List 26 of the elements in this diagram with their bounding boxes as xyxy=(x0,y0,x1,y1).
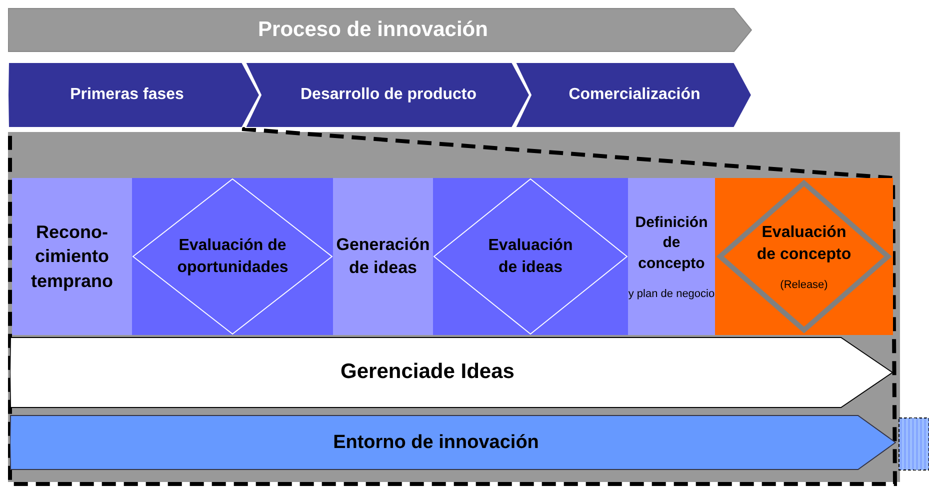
node-label: Definición de concepto xyxy=(634,213,709,274)
phase-block xyxy=(515,62,752,128)
node-label: Proceso de innovación xyxy=(258,16,488,43)
node-label: Desarrollo de producto xyxy=(300,85,477,106)
node-label: Recono-cimiento temprano xyxy=(30,221,114,293)
node-label: Evaluación de concepto xyxy=(756,222,852,264)
stage-cell xyxy=(628,178,715,335)
stage-cell xyxy=(333,178,433,335)
process-banner xyxy=(8,8,752,52)
node-label: Gerenciade Ideas xyxy=(340,359,514,386)
node-note: (Release) xyxy=(780,279,828,292)
node-label: Comercialización xyxy=(568,85,700,106)
phase-block xyxy=(245,62,530,128)
node-label: Evaluación de ideas xyxy=(487,236,574,278)
node-label: Generación de ideas xyxy=(335,234,431,278)
node-label: Primeras fases xyxy=(70,85,184,106)
node-label: Evaluación de oportunidades xyxy=(177,236,288,278)
process-band xyxy=(10,415,896,470)
node-label: Entorno de innovación xyxy=(333,430,539,455)
stage-cell xyxy=(12,178,132,335)
process-band xyxy=(10,337,893,408)
node-note: y plan de negocio xyxy=(628,288,715,300)
phase-block xyxy=(8,62,260,128)
decision-diamond xyxy=(433,178,628,335)
decision-diamond xyxy=(715,178,893,335)
decision-diamond xyxy=(132,178,333,335)
